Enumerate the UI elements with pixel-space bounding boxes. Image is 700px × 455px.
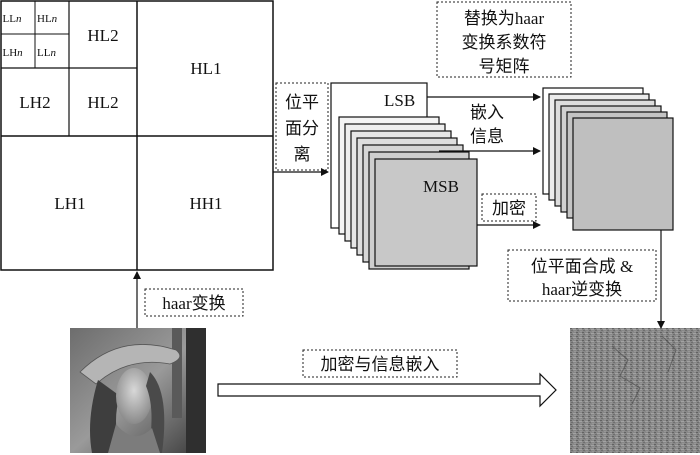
ll-n-label: LLn (3, 13, 22, 25)
compose-label-line2: haar逆变换 (542, 280, 622, 299)
embed-label-line2: 信息 (470, 127, 504, 146)
msb-plane (375, 159, 477, 266)
hl-n-label: HLn (37, 13, 58, 25)
wavelet-grid (1, 1, 273, 270)
original-image (70, 328, 206, 453)
msb-label: MSB (423, 177, 459, 196)
replace-label-line3: 号矩阵 (479, 57, 530, 76)
result-front-plane (573, 118, 673, 230)
result-stack (543, 88, 673, 230)
lh-n-label: LHn (3, 47, 24, 59)
embed-label-line1: 嵌入 (470, 103, 504, 122)
lh1-label: LH1 (54, 194, 85, 213)
hl1-label: HL1 (190, 59, 221, 78)
bitplane-label-line1: 位平 (285, 93, 319, 112)
haar-label: haar变换 (162, 294, 225, 313)
replace-label-line2: 变换系数符 (462, 33, 547, 52)
main-process-arrow (218, 374, 556, 406)
bitplane-label-line2: 面分 (285, 119, 319, 138)
lh2-label: LH2 (19, 93, 50, 112)
hl2-top-label: HL2 (87, 26, 118, 45)
hh1-label: HH1 (189, 194, 222, 213)
encrypted-image (570, 328, 700, 453)
bitplane-stack (331, 83, 477, 269)
bitplane-label-line3: 离 (294, 145, 311, 164)
encrypt-label: 加密 (492, 199, 526, 218)
compose-label-line1: 位平面合成 & (531, 257, 633, 276)
hl2-mid-label: HL2 (87, 93, 118, 112)
replace-label-line1: 替换为haar (464, 9, 545, 28)
ll-n-label-2: LLn (37, 47, 56, 59)
main-process-label: 加密与信息嵌入 (321, 355, 440, 374)
lsb-label: LSB (384, 91, 415, 110)
